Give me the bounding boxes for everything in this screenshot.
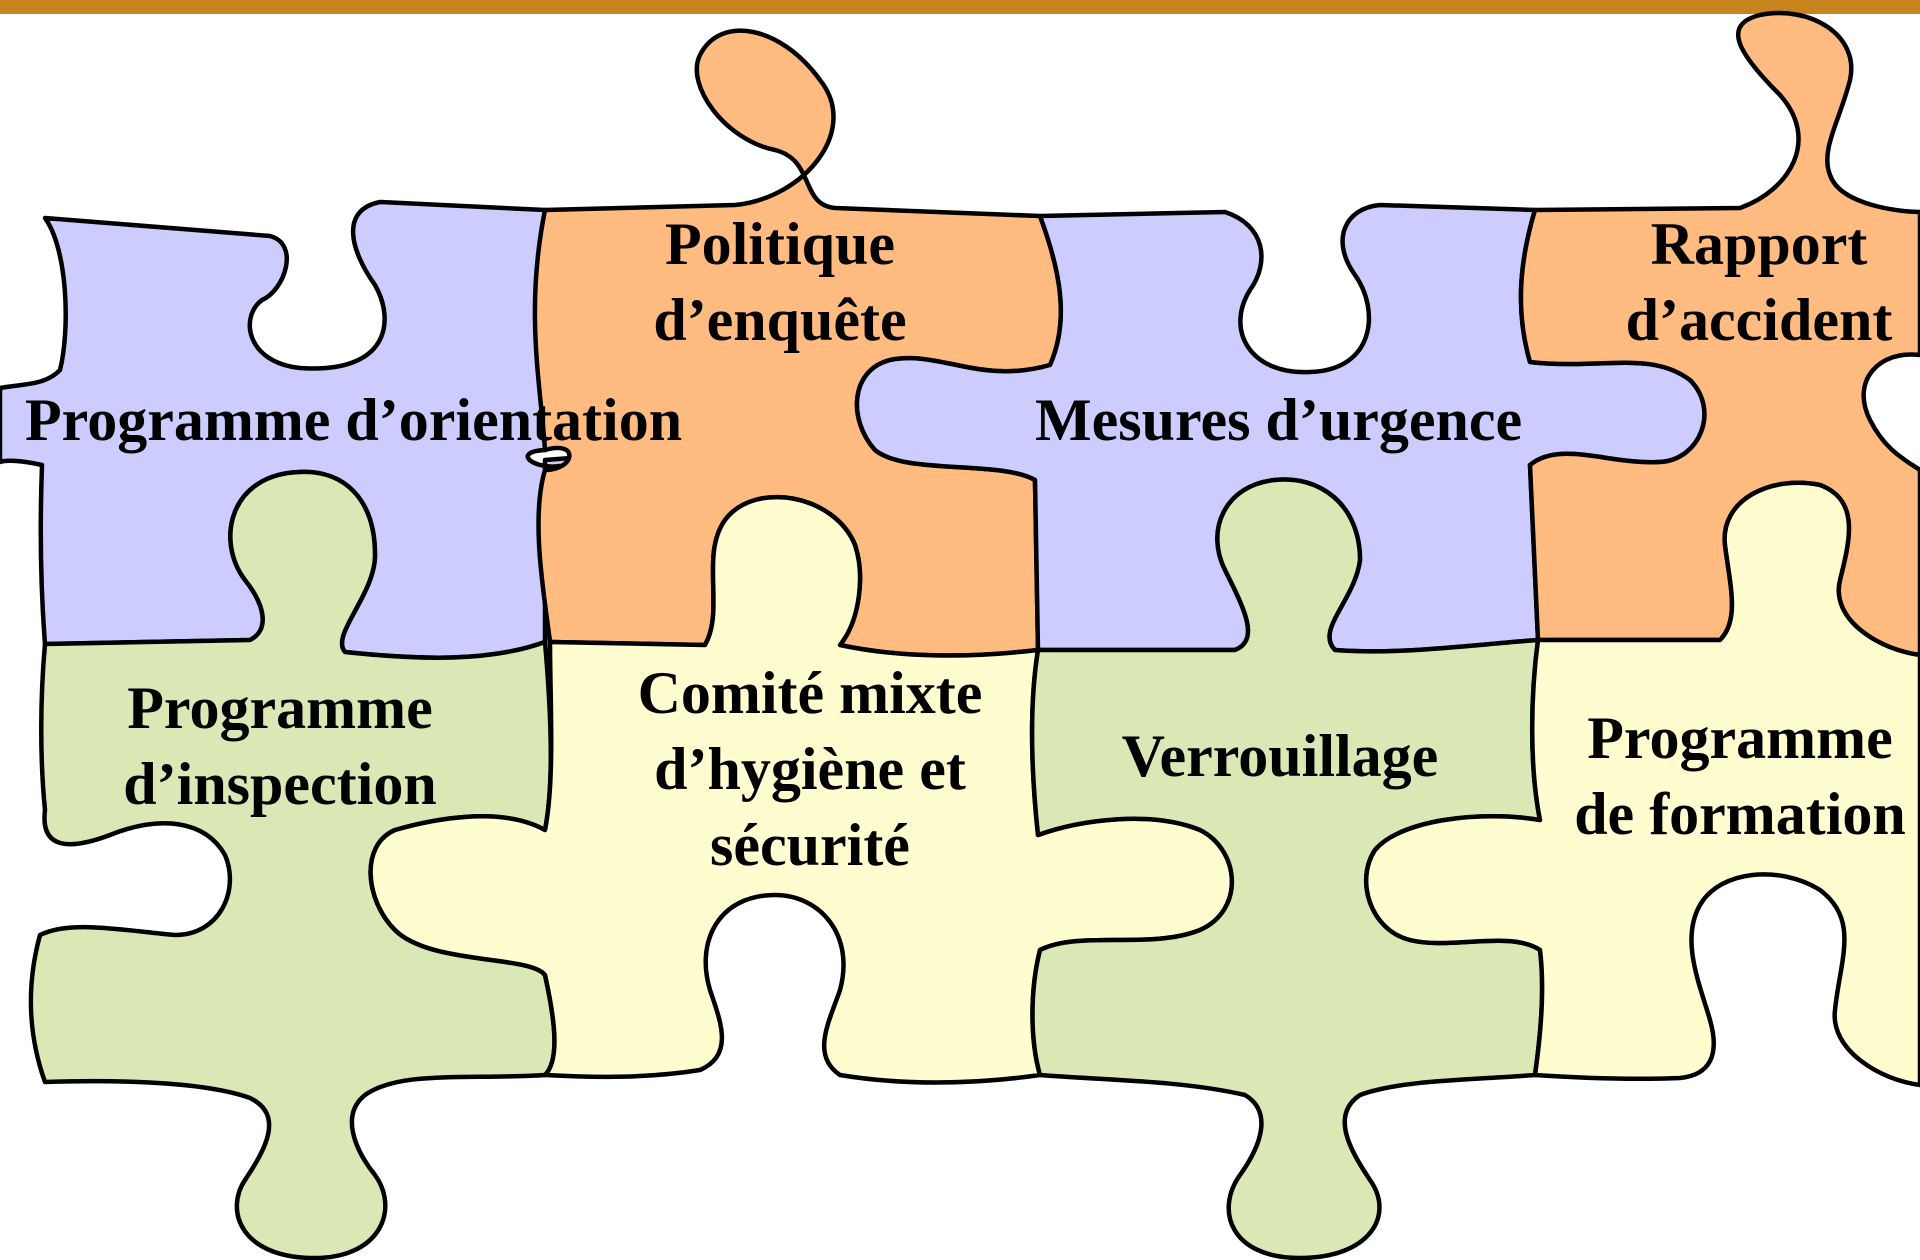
label-programme-orientation: Programme d’orientation xyxy=(25,382,682,458)
label-text: Verrouillage xyxy=(1121,723,1439,789)
label-verrouillage: Verrouillage xyxy=(1100,718,1460,794)
piece-verrouillage xyxy=(1029,477,1545,1260)
label-politique-enquete: Politique d’enquête xyxy=(620,206,940,358)
label-line: de formation xyxy=(1574,781,1906,847)
label-line: d’accident xyxy=(1625,287,1893,353)
label-line: sécurité xyxy=(710,812,910,878)
header-bar xyxy=(0,0,1920,14)
label-line: Programme xyxy=(1587,705,1893,771)
piece-comite-mixte xyxy=(368,495,1235,1085)
label-text: Programme d’orientation xyxy=(25,387,683,453)
label-line: Comité mixte xyxy=(637,660,983,726)
piece-programme-formation xyxy=(1364,480,1920,1088)
piece-programme-inspection xyxy=(28,469,557,1260)
label-line: Programme xyxy=(127,675,433,741)
label-line: Politique xyxy=(664,211,895,277)
label-line: d’inspection xyxy=(123,751,437,817)
label-mesures-urgence: Mesures d’urgence xyxy=(1035,382,1522,458)
label-rapport-accident: Rapport d’accident xyxy=(1600,206,1918,358)
label-programme-inspection: Programme d’inspection xyxy=(100,670,460,822)
label-line: d’hygiène et xyxy=(654,736,966,802)
label-line: d’enquête xyxy=(653,287,907,353)
label-programme-formation: Programme de formation xyxy=(1560,700,1920,852)
label-line: Rapport xyxy=(1650,211,1868,277)
label-text: Mesures d’urgence xyxy=(1035,387,1523,453)
label-comite-mixte: Comité mixte d’hygiène et sécurité xyxy=(620,655,1000,883)
